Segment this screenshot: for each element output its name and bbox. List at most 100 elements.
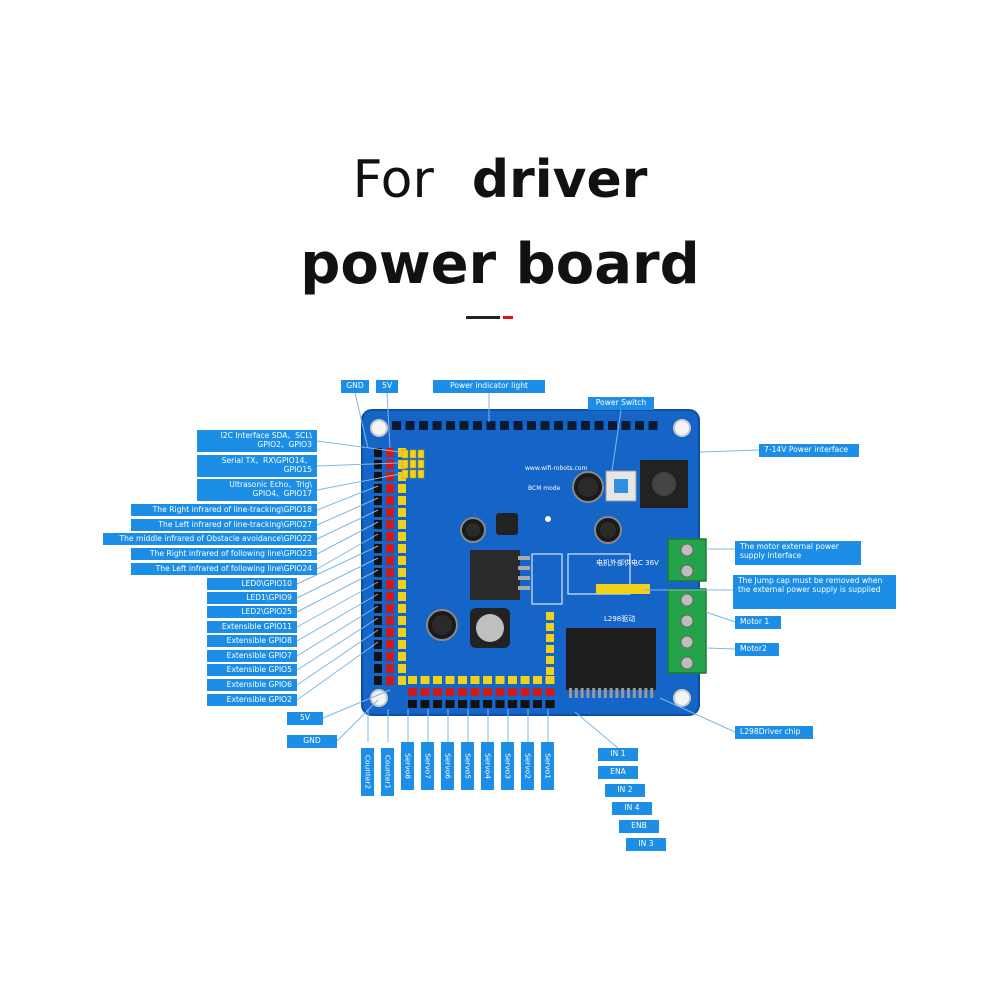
header-pin-top [432, 421, 442, 430]
label-enb: ENB [619, 820, 659, 833]
pin-header-side-yellow [546, 667, 554, 675]
vertical-label-servo1: Servo1 [541, 742, 554, 790]
label-right-ir-following: The Right infrared of following line\GPI… [131, 548, 317, 560]
pin-header-red [386, 592, 394, 601]
pin-header-black [374, 460, 382, 469]
vertical-label-counter2: Counter2 [361, 748, 374, 796]
label-l298-chip: L298Driver chip [735, 726, 813, 739]
capacitor-top [466, 523, 480, 537]
pin-header-bottom-red [433, 688, 442, 696]
l298-chip-pin [632, 688, 636, 698]
vertical-label-servo4: Servo4 [481, 742, 494, 790]
pin-header-red [386, 676, 394, 685]
pin-header-red [386, 640, 394, 649]
label-serial: Serial TX、RX\GPIO14、GPIO15 [197, 455, 317, 477]
inductor-core [476, 614, 504, 642]
pin-header-black [374, 484, 382, 493]
header-pin-top [486, 421, 496, 430]
pin-header-black [374, 628, 382, 637]
pin-header-red [386, 484, 394, 493]
mounting-hole [370, 689, 388, 707]
pin-header-bottom-black [545, 700, 555, 708]
pin-header-red [386, 544, 394, 553]
pin-header-bottom-red [408, 688, 417, 696]
title-divider-dark [466, 316, 500, 319]
pin-header-black [374, 448, 382, 457]
pin-header-yellow [398, 664, 406, 673]
label-middle-ir-obstacle: The middle infrared of Obstacle avoidanc… [103, 533, 317, 545]
pin-header-red [386, 652, 394, 661]
title-for: For [352, 150, 434, 210]
header-pin-top [540, 421, 550, 430]
pin-header-red [386, 604, 394, 613]
pin-header-black [374, 592, 382, 601]
pin-header-red [386, 472, 394, 481]
header-pin-top [500, 421, 509, 430]
pin-header-bottom-red [508, 688, 517, 696]
label-ext-gpio2: Extensible GPIO2 [207, 694, 297, 706]
label-ext-gpio11: Extensible GPIO11 [207, 621, 297, 633]
capacitor-top [578, 477, 598, 497]
title-divider-red [503, 316, 513, 319]
label-power-interface: 7-14V Power interface [759, 444, 859, 457]
silkscreen-text: 电机外部供电C 36V [596, 558, 659, 567]
header-pin-small [409, 449, 417, 459]
pin-header-bottom-red [495, 688, 505, 696]
pin-header-red [386, 448, 394, 457]
pin-header-yellow [398, 556, 406, 565]
label-in2: IN 2 [605, 784, 645, 797]
pin-header-black [374, 616, 382, 625]
header-pin-top [567, 421, 577, 430]
header-pin-top [419, 421, 428, 430]
pin-header-bottom-black [458, 700, 467, 708]
label-i2c: I2C Interface SDA、SCL\ GPIO2、GPIO3 [197, 430, 317, 452]
pin-header-bottom-yellow [545, 676, 555, 684]
terminal-screw [680, 564, 694, 578]
label-gnd-bottom: GND [287, 735, 337, 748]
pin-header-black [374, 580, 382, 589]
header-pin-top [446, 421, 455, 430]
label-motor1: Motor 1 [735, 616, 781, 629]
regulator-pin [518, 556, 530, 560]
label-led2: LED2\GPIO25 [207, 606, 297, 618]
l298-chip-pin [586, 688, 590, 698]
label-gnd-top: GND [341, 380, 369, 393]
pin-header-red [386, 580, 394, 589]
vertical-label-servo8: Servo8 [401, 742, 414, 790]
pin-header-side-yellow [546, 612, 554, 620]
pin-header-red [386, 628, 394, 637]
silkscreen-box [531, 553, 563, 605]
dc-jack-opening [652, 472, 676, 496]
terminal-screw [680, 656, 694, 670]
pin-header-yellow [398, 496, 406, 505]
pin-header-bottom-yellow [533, 676, 542, 684]
pin-header-yellow [398, 532, 406, 541]
vertical-label-servo6: Servo6 [441, 742, 454, 790]
power-switch-button [614, 479, 628, 493]
pin-header-yellow [398, 628, 406, 637]
pin-header-bottom-black [533, 700, 542, 708]
label-power-indicator: Power indicator light [433, 380, 545, 393]
l298-chip-pin [580, 688, 584, 698]
header-pin-small [401, 449, 409, 459]
page-title-line2: power board [300, 232, 700, 297]
label-ext-gpio7: Extensible GPIO7 [207, 650, 297, 662]
vertical-label-servo2: Servo2 [521, 742, 534, 790]
header-pin-small [409, 469, 417, 479]
header-pin-top [473, 421, 482, 430]
pin-header-black [374, 520, 382, 529]
pin-header-bottom-black [433, 700, 442, 708]
label-led1: LED1\GPIO9 [207, 592, 297, 604]
pin-header-red [386, 556, 394, 565]
header-pin-top [648, 421, 658, 430]
pin-header-red [386, 496, 394, 505]
label-in4: IN 4 [612, 802, 652, 815]
pin-header-black [374, 544, 382, 553]
vertical-label-counter1: Counter1 [381, 748, 394, 796]
pin-header-bottom-yellow [458, 676, 467, 684]
label-right-ir-tracking: The Right infrared of line-tracking\GPIO… [131, 504, 317, 516]
power-led [545, 516, 551, 522]
pin-header-black [374, 676, 382, 685]
